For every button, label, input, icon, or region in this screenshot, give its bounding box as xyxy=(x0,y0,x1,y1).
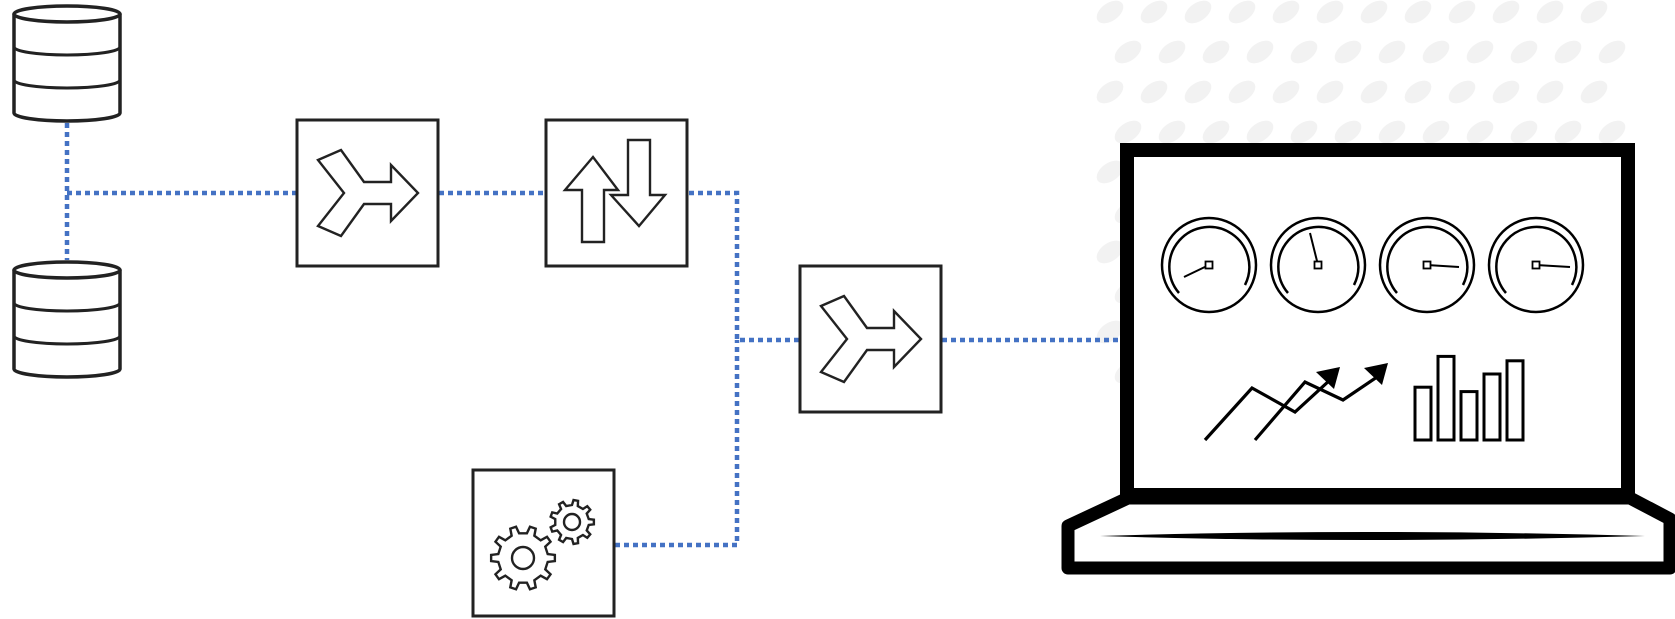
decor-dot xyxy=(1272,80,1300,104)
decor-dot xyxy=(1422,40,1450,64)
decor-dot xyxy=(1096,240,1124,264)
decor-dot xyxy=(1536,0,1564,24)
decor-dot xyxy=(1158,120,1186,144)
decor-dot xyxy=(1202,120,1230,144)
decor-dot xyxy=(1158,40,1186,64)
merge-arrow-icon xyxy=(819,294,923,384)
gauge-icon xyxy=(1269,216,1367,314)
decor-dot xyxy=(1290,40,1318,64)
trend-arrow-icon xyxy=(1253,363,1388,442)
bar xyxy=(1482,372,1502,442)
bar xyxy=(1505,359,1525,442)
decor-dot xyxy=(1316,0,1344,24)
decor-dot xyxy=(1466,40,1494,64)
decor-dot xyxy=(1554,120,1582,144)
gear-hub xyxy=(510,545,536,571)
decor-dot xyxy=(1554,40,1582,64)
decor-dot xyxy=(1492,0,1520,24)
connectors xyxy=(64,123,1120,548)
decor-dot xyxy=(1096,160,1124,184)
decor-dot xyxy=(1228,0,1256,24)
decor-dot xyxy=(1096,0,1124,24)
decor-dot xyxy=(1448,0,1476,24)
bar xyxy=(1459,390,1479,442)
gauges xyxy=(1160,216,1585,314)
decor-dot xyxy=(1246,120,1274,144)
merge-arrow-icon xyxy=(316,148,420,238)
decor-dot xyxy=(1184,0,1212,24)
decor-dot xyxy=(1404,80,1432,104)
decor-dot xyxy=(1202,40,1230,64)
trend-lines xyxy=(1203,363,1388,442)
decor-dot xyxy=(1246,40,1274,64)
edge-process-merge-2 xyxy=(615,340,740,548)
decor-dot xyxy=(1272,0,1300,24)
decor-dot xyxy=(1140,0,1168,24)
decor-dot xyxy=(1334,40,1362,64)
decor-dot xyxy=(1378,120,1406,144)
merge-node xyxy=(798,264,943,414)
decor-dot xyxy=(1096,80,1124,104)
decor-dot xyxy=(1448,80,1476,104)
gauge-icon xyxy=(1160,216,1258,314)
decor-dot xyxy=(1466,120,1494,144)
laptop-dashboard-icon xyxy=(1061,143,1675,575)
decor-dot xyxy=(1404,0,1432,24)
bar xyxy=(1436,354,1456,442)
decor-dot xyxy=(1096,320,1124,344)
decor-dot xyxy=(1510,120,1538,144)
decor-dot xyxy=(1510,40,1538,64)
database-icon xyxy=(12,260,122,379)
bar xyxy=(1413,385,1433,442)
decor-dot xyxy=(1114,120,1142,144)
database-icon xyxy=(12,4,122,123)
decor-dot xyxy=(1114,40,1142,64)
decor-dot xyxy=(1140,80,1168,104)
edge-exchange-merge-2 xyxy=(689,190,800,343)
decor-dot xyxy=(1360,0,1388,24)
gears-icon xyxy=(489,498,596,591)
decor-dot xyxy=(1492,80,1520,104)
up-down-arrows-icon xyxy=(562,138,668,244)
decor-dot xyxy=(1598,40,1626,64)
decor-dot xyxy=(1228,80,1256,104)
gauge-icon xyxy=(1487,216,1585,314)
decor-dot xyxy=(1360,80,1388,104)
exchange-node xyxy=(544,118,689,268)
decor-dot xyxy=(1184,80,1212,104)
merge-node xyxy=(295,118,440,268)
decor-dot xyxy=(1580,80,1608,104)
decor-dot xyxy=(1422,120,1450,144)
bar-chart-icon xyxy=(1413,354,1525,442)
gear-hub xyxy=(562,512,582,532)
gauge-icon xyxy=(1378,216,1476,314)
decor-dot xyxy=(1334,120,1362,144)
decor-dot xyxy=(1378,40,1406,64)
decor-dot xyxy=(1536,80,1564,104)
decor-dot xyxy=(1580,0,1608,24)
decor-dot xyxy=(1598,120,1626,144)
decor-dot xyxy=(1290,120,1318,144)
decor-dot xyxy=(1316,80,1344,104)
trend-arrow-icon xyxy=(1203,367,1340,442)
process-node xyxy=(471,468,616,618)
